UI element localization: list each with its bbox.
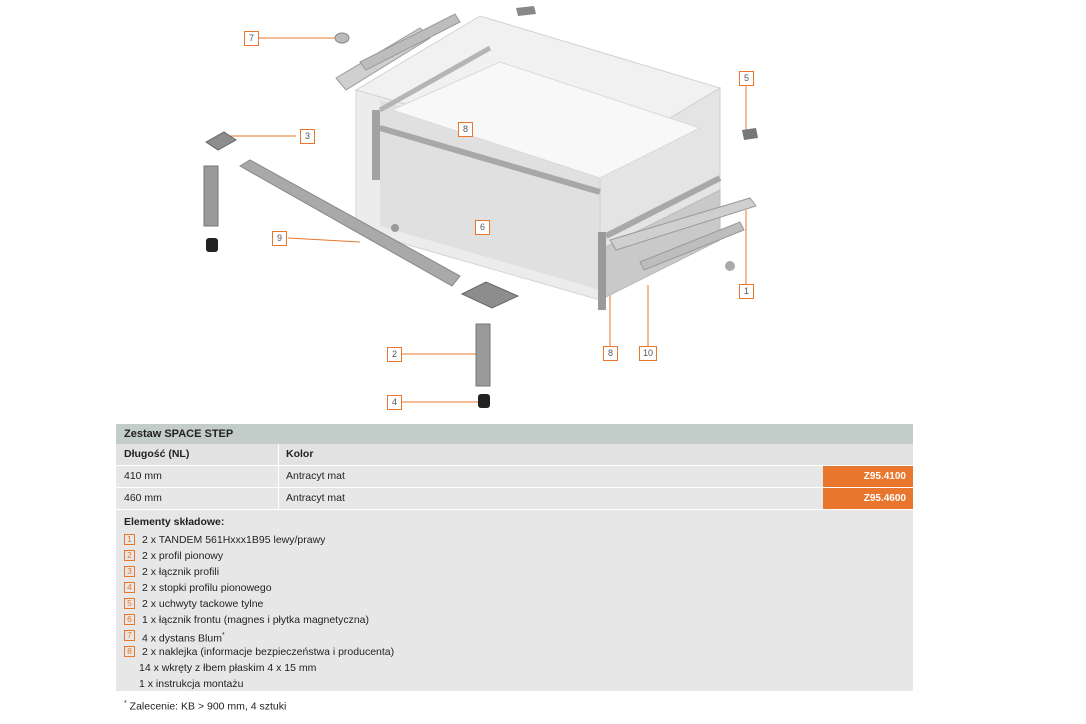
callout-1: 1	[739, 284, 754, 299]
footnote: * Zalecenie: KB > 900 mm, 4 sztuki	[124, 700, 905, 713]
row-length: 460 mm	[124, 492, 162, 504]
item-number: 8	[124, 646, 135, 657]
drawer-illustration	[203, 6, 758, 408]
header-color: Kolor	[286, 448, 314, 460]
product-table: Zestaw SPACE STEP Długość (NL) Kolor 410…	[116, 424, 913, 713]
components-section: Elementy składowe: 1 2 x TANDEM 561Hxxx1B…	[116, 510, 913, 713]
row-color: Antracyt mat	[286, 470, 345, 482]
callout-7: 7	[244, 31, 259, 46]
exploded-assembly-diagram: 7 3 9 6 2 4 8 5 1 8 10	[203, 6, 758, 410]
callout-9: 9	[272, 231, 287, 246]
row-color: Antracyt mat	[286, 492, 345, 504]
list-item: 5 2 x uchwyty tackowe tylne	[124, 596, 905, 612]
article-code: Z95.4100	[823, 466, 913, 487]
item-text: 2 x stopki profilu pionowego	[142, 582, 272, 594]
callout-3: 3	[300, 129, 315, 144]
item-number: 4	[124, 582, 135, 593]
list-item: 4 2 x stopki profilu pionowego	[124, 580, 905, 596]
left-vertical-profile	[203, 131, 237, 252]
drawer-body	[354, 15, 722, 310]
item-text: 2 x uchwyty tackowe tylne	[142, 598, 264, 610]
callout-5: 5	[739, 71, 754, 86]
footnote-mark: *	[221, 632, 225, 639]
header-length: Długość (NL)	[124, 448, 190, 460]
list-item: 6 1 x łącznik frontu (magnes i płytka mag…	[124, 612, 905, 628]
item-number: 3	[124, 566, 135, 577]
table-header-row: Długość (NL) Kolor	[116, 444, 913, 466]
list-item: 1 2 x TANDEM 561Hxxx1B95 lewy/prawy	[124, 532, 905, 548]
callout-8-top: 8	[458, 122, 473, 137]
item-text: 2 x profil pionowy	[142, 550, 224, 562]
callout-4: 4	[387, 395, 402, 410]
right-vertical-profile	[460, 281, 520, 408]
item-text: 4 x dystans Blum	[142, 632, 222, 645]
list-item: 8 2 x naklejka (informacje bezpieczeństwa…	[124, 644, 905, 660]
footnote-text: Zalecenie: KB > 900 mm, 4 sztuki	[129, 700, 287, 713]
item-number: 2	[124, 550, 135, 561]
table-row: 460 mm Antracyt mat Z95.4600	[116, 488, 913, 510]
article-code: Z95.4600	[823, 488, 913, 509]
list-item: 1 x instrukcja montażu	[139, 678, 244, 690]
table-title: Zestaw SPACE STEP	[116, 424, 913, 444]
list-item: 14 x wkręty z łbem płaskim 4 x 15 mm	[139, 662, 317, 674]
callout-8-bottom: 8	[603, 346, 618, 361]
item-number: 1	[124, 534, 135, 545]
callout-6: 6	[475, 220, 490, 235]
item-number: 7	[124, 630, 135, 641]
item-text: 2 x łącznik profili	[142, 566, 220, 578]
row-length: 410 mm	[124, 470, 162, 482]
small-parts	[334, 6, 758, 271]
list-item: 2 2 x profil pionowy	[124, 548, 905, 564]
runners	[335, 13, 757, 271]
callout-10: 10	[639, 346, 657, 361]
item-number: 5	[124, 598, 135, 609]
callout-2: 2	[387, 347, 402, 362]
components-title: Elementy składowe:	[124, 516, 225, 528]
footnote-mark: *	[124, 700, 127, 707]
list-item: 7 4 x dystans Blum*	[124, 628, 905, 645]
item-text: 2 x naklejka (informacje bezpieczeństwa …	[142, 646, 395, 658]
horizontal-profile	[239, 159, 461, 287]
item-text: 2 x TANDEM 561Hxxx1B95 lewy/prawy	[142, 534, 326, 546]
list-item: 3 2 x łącznik profili	[124, 564, 905, 580]
table-row: 410 mm Antracyt mat Z95.4100	[116, 466, 913, 488]
item-number: 6	[124, 614, 135, 625]
item-text: 1 x łącznik frontu (magnes i płytka magn…	[142, 614, 370, 626]
